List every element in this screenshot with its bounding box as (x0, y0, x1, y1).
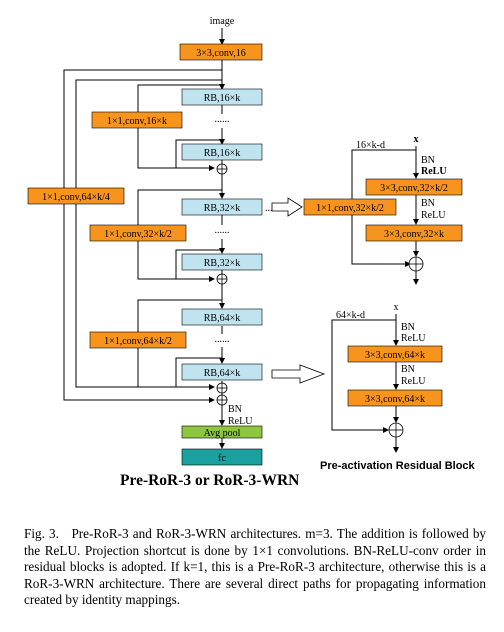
svg-text:1×1,conv,16×k: 1×1,conv,16×k (107, 116, 167, 127)
block-a-width: 16×k-d (356, 140, 385, 151)
block-b-conv2: 3×3,conv,64×k (347, 389, 443, 407)
figure-caption: Fig. 3. Pre-RoR-3 and RoR-3-WRN architec… (24, 526, 486, 609)
block-b-relu2: ReLU (401, 376, 426, 387)
dots-stage2: ...... (215, 225, 230, 236)
root-shortcut-box: 1×1,conv,64×k/4 (27, 187, 125, 205)
block-a-relu2: ReLU (421, 210, 446, 221)
shortcut-stage1-box: 1×1,conv,16×k (91, 111, 183, 129)
caption-text: Pre-RoR-3 and RoR-3-WRN architectures. m… (24, 526, 487, 608)
svg-text:1×1,conv,64×k/4: 1×1,conv,64×k/4 (42, 192, 110, 203)
stem-conv-box: 3×3,conv,16 (179, 43, 263, 61)
block-a-x-label: x (414, 134, 419, 145)
svg-text:RB,32×k: RB,32×k (204, 203, 240, 214)
input-label: image (210, 16, 235, 27)
add-node-root (216, 394, 228, 406)
rb-stage2-first: RB,32×k (181, 198, 263, 216)
block-a-relu1: ReLU (421, 166, 447, 177)
svg-text:3×3,conv,32×k: 3×3,conv,32×k (384, 229, 444, 240)
svg-text:RB,16×k: RB,16×k (204, 93, 240, 104)
svg-text:3×3,conv,64×k: 3×3,conv,64×k (365, 394, 425, 405)
block-b-relu1: ReLU (401, 333, 426, 344)
rb-stage1-last: RB,16×k (181, 143, 263, 161)
block-b-conv1: 3×3,conv,64×k (347, 345, 443, 363)
block-b-x-label: x (394, 302, 399, 313)
svg-text:RB,32×k: RB,32×k (204, 258, 240, 269)
block-a-conv2: 3×3,conv,32×k (365, 224, 463, 242)
dots-stage3: ...... (215, 334, 230, 345)
svg-text:RB,16×k: RB,16×k (204, 148, 240, 159)
rb-stage3-first: RB,64×k (181, 308, 263, 326)
fc-box: fc (181, 448, 263, 466)
avg-pool-box: Avg pool (181, 425, 263, 439)
bn-label: BN (228, 404, 242, 415)
expand-arrow-a: ...... (265, 197, 303, 217)
block-a-bn2: BN (421, 198, 435, 209)
rb-stage1-first: RB,16×k (181, 88, 263, 106)
block-b-add (388, 422, 404, 438)
svg-text:1×1,conv,32×k/2: 1×1,conv,32×k/2 (104, 229, 172, 240)
block-a-bn1: BN (421, 155, 435, 166)
stem-conv-label: 3×3,conv,16 (196, 48, 245, 59)
expand-arrow-b (271, 364, 326, 384)
block-b-bn1: BN (401, 322, 415, 333)
svg-text:RB,64×k: RB,64×k (204, 368, 240, 379)
block-a-add (408, 256, 424, 272)
add-node-stage2 (216, 273, 228, 285)
block-a-shortcut-conv: 1×1,conv,32×k/2 (303, 198, 397, 216)
rb-stage2-last: RB,32×k (181, 253, 263, 271)
shortcut-stage2-box: 1×1,conv,32×k/2 (89, 224, 187, 242)
block-b-title: Pre-activation Residual Block (320, 460, 475, 472)
relu-label: ReLU (228, 416, 253, 427)
svg-text:fc: fc (218, 453, 226, 464)
svg-text:1×1,conv,32×k/2: 1×1,conv,32×k/2 (316, 203, 384, 214)
svg-text:3×3,conv,32×k/2: 3×3,conv,32×k/2 (380, 183, 448, 194)
svg-text:3×3,conv,64×k: 3×3,conv,64×k (365, 350, 425, 361)
caption-prefix: Fig. 3. (24, 526, 59, 541)
svg-text:1×1,conv,64×k/2: 1×1,conv,64×k/2 (104, 336, 172, 347)
rb-stage3-last: RB,64×k (181, 363, 263, 381)
figure-title: Pre-RoR-3 or RoR-3-WRN (120, 472, 300, 489)
svg-text:RB,64×k: RB,64×k (204, 313, 240, 324)
add-node-stage3 (216, 382, 228, 394)
block-a-conv1: 3×3,conv,32×k/2 (365, 178, 463, 196)
dots-stage1: ...... (215, 114, 230, 125)
block-b-width: 64×k-d (336, 310, 365, 321)
shortcut-stage3-box: 1×1,conv,64×k/2 (89, 331, 187, 349)
add-node-stage1 (216, 163, 228, 175)
svg-text:Avg pool: Avg pool (204, 428, 241, 439)
block-b-bn2: BN (401, 364, 415, 375)
